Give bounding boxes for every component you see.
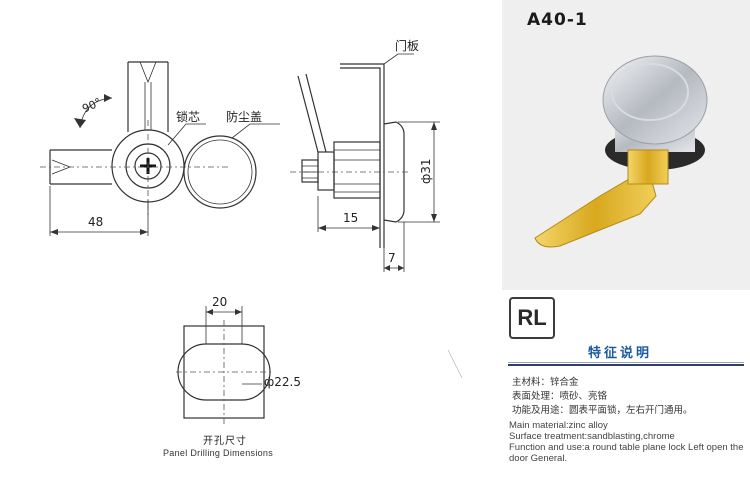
stray-stroke xyxy=(447,349,463,379)
leader-dust-cover xyxy=(231,123,280,139)
side-view: 门板 15 7 ф31 xyxy=(290,38,440,272)
cam-bar xyxy=(297,73,327,153)
dim-20-label: 20 xyxy=(212,295,227,309)
dim-phi31-label: ф31 xyxy=(419,158,433,184)
spec-divider xyxy=(508,364,744,366)
lever-tip xyxy=(139,61,157,84)
spec-surface-en: Surface treatment:sandblasting,chrome xyxy=(509,431,675,442)
dim-48-label: 48 xyxy=(88,215,103,229)
screw xyxy=(301,159,319,183)
panel-caption-en: Panel Drilling Dimensions xyxy=(163,448,274,458)
nut-lines xyxy=(334,149,380,193)
chrome-highlight xyxy=(611,63,689,121)
rl-badge: RL xyxy=(509,297,555,339)
model-code: A40-1 xyxy=(527,10,588,30)
rotation-arrow-head xyxy=(104,94,112,102)
dust-cover xyxy=(183,135,257,209)
spec-material-cn: 主材料：锌合金 xyxy=(512,377,579,388)
dim-phi225-label: ф22.5 xyxy=(264,375,301,389)
cam-block xyxy=(317,151,335,191)
cutout-profile xyxy=(177,343,271,401)
spec-function-cn: 功能及用途：圆表平面锁，左右开门通用。 xyxy=(512,405,693,416)
spec-divider-thin xyxy=(508,362,744,363)
brass-shaft xyxy=(627,149,669,185)
spec-surface-cn: 表面处理：喷砂、亮铬 xyxy=(512,391,608,402)
front-view: 90° 锁芯 防尘盖 48 xyxy=(40,61,280,236)
lock-core-label: 锁芯 xyxy=(176,109,200,124)
panel-cutout-view: 20 ф22.5 xyxy=(176,295,301,424)
product-photo xyxy=(502,0,750,290)
dim7-arrows xyxy=(384,265,404,271)
spec-function-en: Function and use:a round table plane loc… xyxy=(509,442,744,464)
leader-lock-core xyxy=(167,123,206,146)
panel-caption-cn: 开孔尺寸 xyxy=(203,436,247,447)
dim-7-label: 7 xyxy=(388,251,396,265)
lever-ribs xyxy=(144,82,152,130)
rotation-arrow-tail xyxy=(74,118,86,128)
lever-outline xyxy=(127,61,169,132)
chrome-head xyxy=(602,55,708,145)
screw-threads xyxy=(302,165,318,179)
leader-door-panel xyxy=(383,53,414,65)
feature-title: 特征说明 xyxy=(588,346,653,361)
rotation-label: 90° xyxy=(80,95,103,115)
dust-cover-label: 防尘盖 xyxy=(226,109,262,124)
spec-material-en: Main material:zinc alloy xyxy=(509,420,608,431)
dust-cover-inner xyxy=(187,139,253,205)
dim-15-label: 15 xyxy=(343,211,358,225)
door-panel-label: 门板 xyxy=(395,38,419,53)
